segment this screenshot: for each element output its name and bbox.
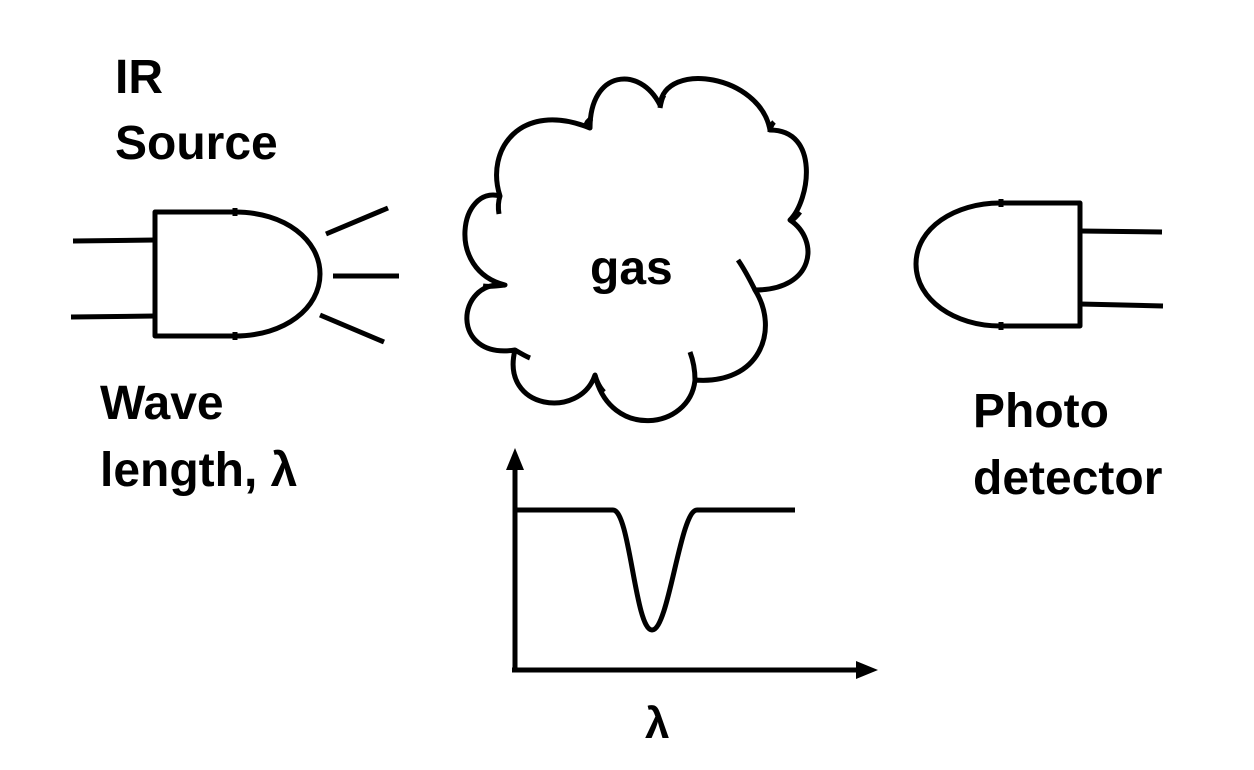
y-axis-arrow [506, 448, 524, 470]
absorption-spectrum-plot [506, 448, 878, 679]
absorption-curve [515, 507, 795, 633]
gas-label: gas [590, 242, 673, 295]
x-axis-label-lambda: λ [645, 699, 669, 748]
source-label-line2: Source [115, 117, 278, 170]
photo-detector [913, 199, 1164, 330]
detector-label-line2: detector [973, 452, 1162, 505]
detector-label-line1: Photo [973, 385, 1109, 438]
ir-source-led [70, 208, 323, 340]
wavelength-label-line2: length, λ [100, 444, 297, 497]
gas-cloud [462, 76, 811, 424]
x-axis-arrow [856, 661, 878, 679]
wavelength-label-line1: Wave [100, 377, 224, 430]
source-label-line1: IR [115, 51, 163, 104]
emission-rays [319, 205, 399, 345]
